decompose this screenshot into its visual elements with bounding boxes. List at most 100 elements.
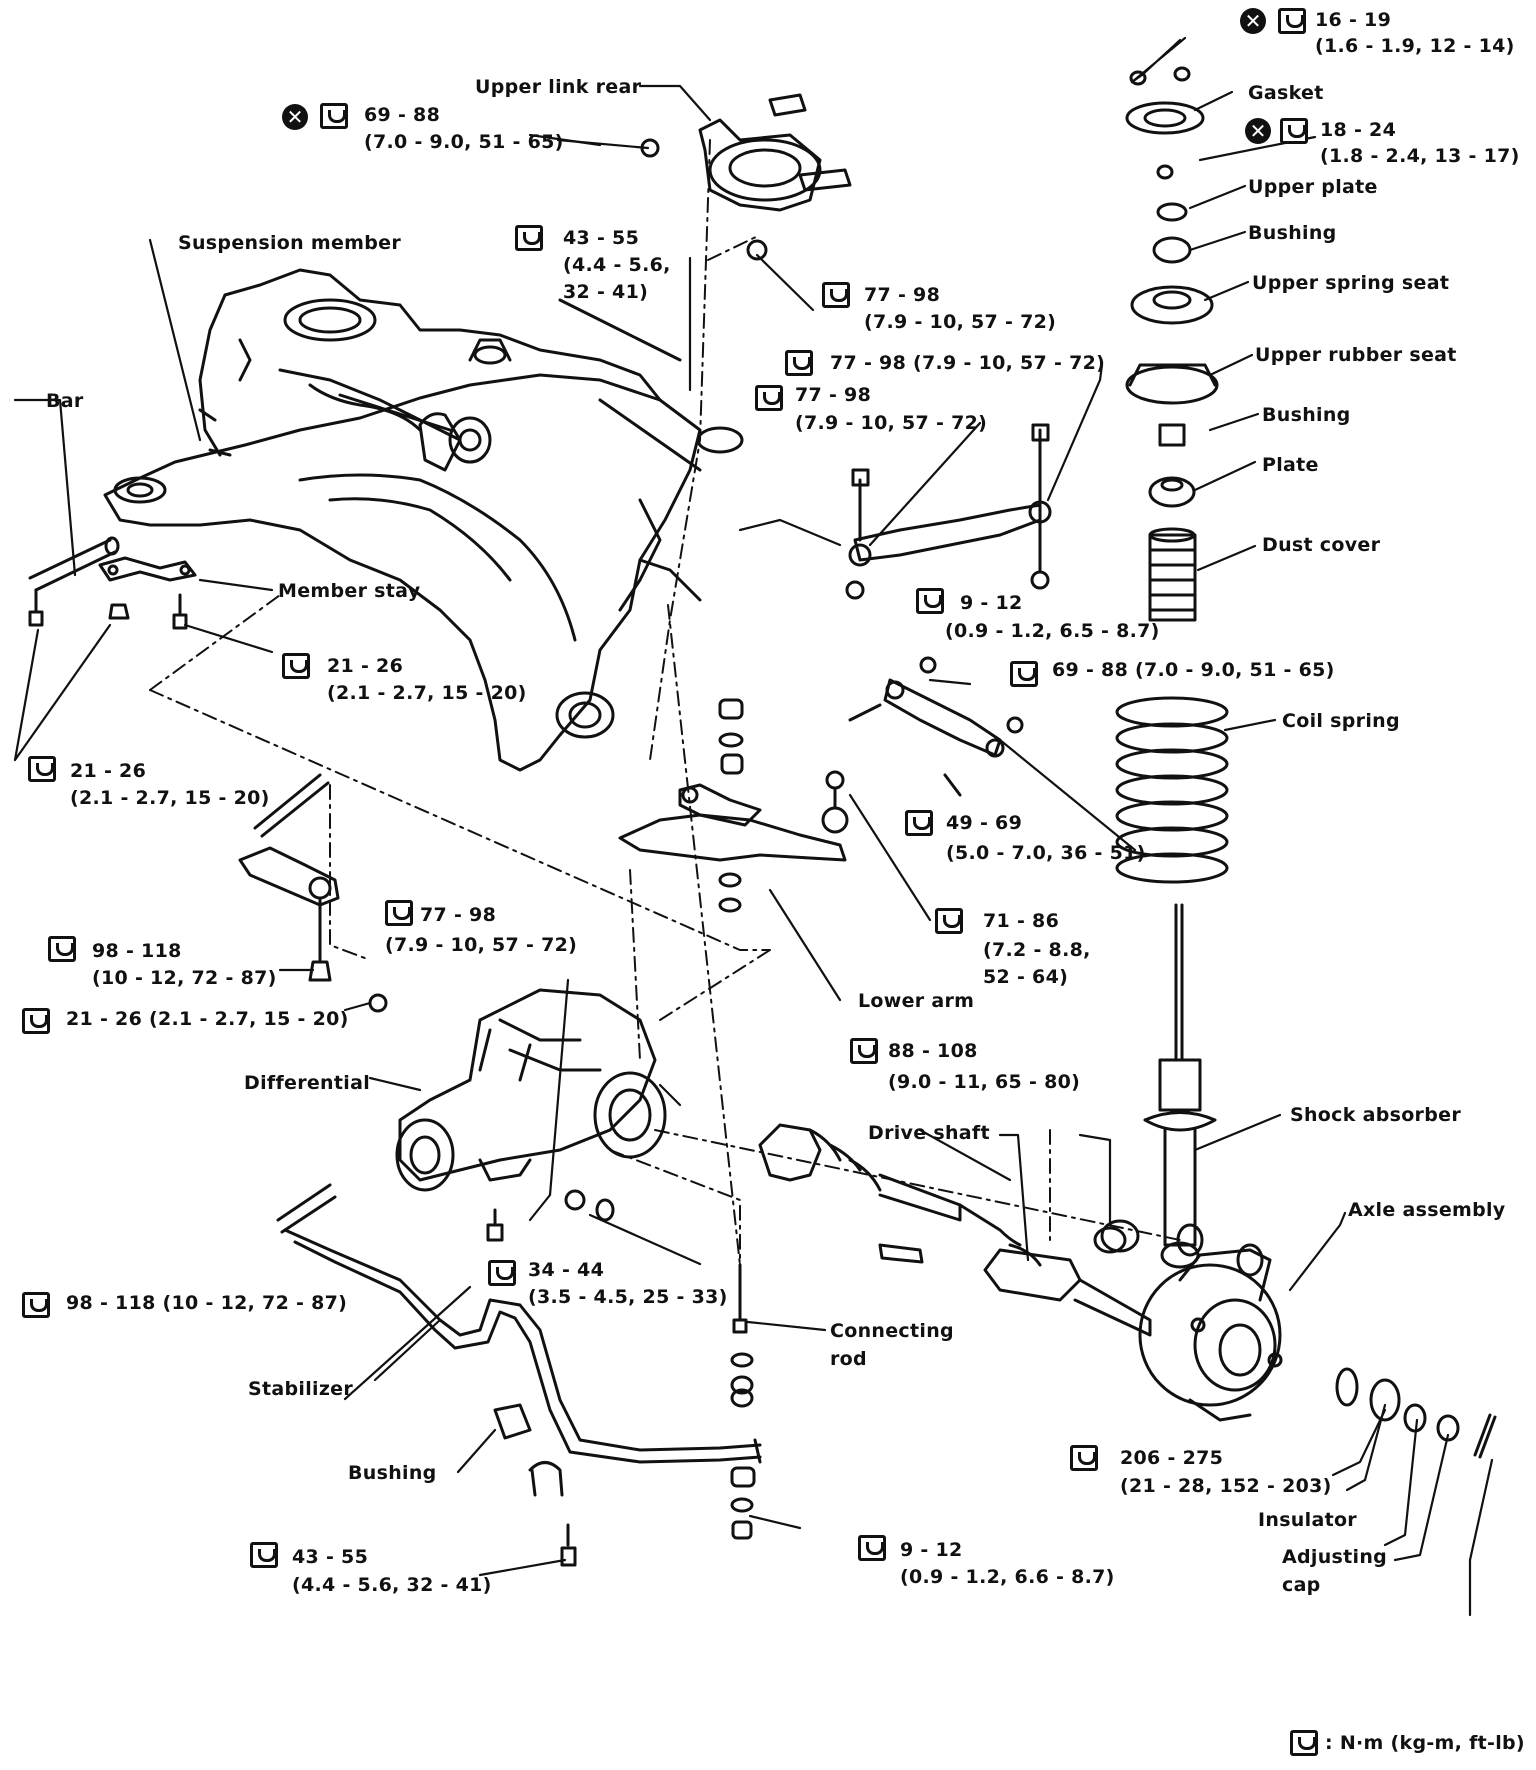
top-mount-stack	[1125, 66, 1219, 508]
torque-9-12-top-l1: 9 - 12	[960, 592, 1023, 614]
label-bar: Bar	[46, 390, 84, 412]
differential-part	[395, 988, 667, 1242]
torque-206-275-l1: 206 - 275	[1120, 1447, 1224, 1469]
torque-77-98-d-l1: 77 - 98	[420, 904, 497, 926]
label-lower-arm: Lower arm	[858, 990, 975, 1012]
torque-9-12-bottom-l2: (0.9 - 1.2, 6.6 - 8.7)	[900, 1566, 1115, 1588]
torque-16-19-l1: 16 - 19	[1315, 9, 1392, 31]
coil-spring-part	[1115, 696, 1229, 884]
label-upper-rubber-seat: Upper rubber seat	[1255, 344, 1457, 366]
replace-part-icon: ✕	[1240, 8, 1266, 34]
torque-77-98-b: 77 - 98 (7.9 - 10, 57 - 72)	[830, 352, 1106, 374]
torque-71-86-l2: (7.2 - 8.8,	[983, 939, 1091, 961]
torque-wrench-icon	[905, 810, 933, 836]
label-axle-assembly: Axle assembly	[1348, 1199, 1506, 1221]
torque-49-69-l1: 49 - 69	[946, 812, 1023, 834]
label-upper-link-rear: Upper link rear	[475, 76, 642, 98]
legend-units: : N·m (kg-m, ft-lb)	[1325, 1732, 1525, 1754]
torque-wrench-icon	[916, 588, 944, 614]
torque-43-55-bottom-l1: 43 - 55	[292, 1546, 369, 1568]
torque-18-24-l1: 18 - 24	[1320, 119, 1397, 141]
torque-wrench-icon	[1010, 661, 1038, 687]
label-bushing-stabilizer: Bushing	[348, 1462, 437, 1484]
torque-98-118-a-l1: 98 - 118	[92, 940, 182, 962]
drive-shaft-part	[758, 1123, 1152, 1337]
torque-wrench-icon	[785, 350, 813, 376]
torque-21-26-b-l1: 21 - 26	[70, 760, 147, 782]
label-gasket: Gasket	[1248, 82, 1324, 104]
connecting-rod-part	[730, 1263, 756, 1540]
bar-link-part	[238, 773, 388, 1013]
label-member-stay: Member stay	[278, 580, 421, 602]
torque-wrench-icon	[1278, 8, 1306, 34]
torque-69-88-top-l1: 69 - 88	[364, 104, 441, 126]
torque-wrench-icon	[1290, 1730, 1318, 1756]
shock-absorber-part	[1093, 903, 1217, 1269]
replace-part-icon: ✕	[282, 104, 308, 130]
stabilizer-part	[276, 1183, 762, 1464]
upper-arm-part	[845, 423, 1052, 600]
label-connecting-rod-1: Connecting	[830, 1320, 954, 1342]
torque-71-86-l1: 71 - 86	[983, 910, 1060, 932]
label-plate: Plate	[1262, 454, 1319, 476]
torque-wrench-icon	[282, 653, 310, 679]
label-adjusting-cap-2: cap	[1282, 1574, 1321, 1596]
torque-9-12-top-l2: (0.9 - 1.2, 6.5 - 8.7)	[945, 620, 1160, 642]
label-connecting-rod-2: rod	[830, 1348, 867, 1370]
assembly-centerlines	[149, 139, 1181, 1266]
torque-69-88-mid: 69 - 88 (7.0 - 9.0, 51 - 65)	[1052, 659, 1335, 681]
torque-21-26-b-l2: (2.1 - 2.7, 15 - 20)	[70, 787, 270, 809]
upper-link-rear-part	[640, 93, 852, 261]
member-stay-part	[98, 556, 197, 582]
torque-21-26-c: 21 - 26 (2.1 - 2.7, 15 - 20)	[66, 1008, 349, 1030]
torque-34-44-l2: (3.5 - 4.5, 25 - 33)	[528, 1286, 728, 1308]
replace-part-icon: ✕	[1245, 118, 1271, 144]
torque-77-98-c-l2: (7.9 - 10, 57 - 72)	[795, 412, 988, 434]
label-shock-absorber: Shock absorber	[1290, 1104, 1461, 1126]
stabilizer-bushing-part	[493, 1403, 577, 1567]
torque-wrench-icon	[22, 1008, 50, 1034]
torque-43-55-bottom-l2: (4.4 - 5.6, 32 - 41)	[292, 1574, 492, 1596]
label-coil-spring: Coil spring	[1282, 710, 1400, 732]
bar-part	[28, 536, 120, 592]
torque-9-12-bottom-l1: 9 - 12	[900, 1539, 963, 1561]
torque-wrench-icon	[935, 908, 963, 934]
torque-43-55-top-l1: 43 - 55	[563, 227, 640, 249]
label-bushing-upper: Bushing	[1248, 222, 1337, 244]
label-bushing-mid: Bushing	[1262, 404, 1351, 426]
torque-71-86-l3: 52 - 64)	[983, 966, 1069, 988]
torque-206-275-l2: (21 - 28, 152 - 203)	[1120, 1475, 1332, 1497]
hub-nuts	[1335, 1367, 1497, 1459]
axle-assembly-part	[1100, 1219, 1283, 1422]
torque-wrench-icon	[1280, 118, 1308, 144]
torque-88-108-l2: (9.0 - 11, 65 - 80)	[888, 1071, 1081, 1093]
torque-wrench-icon	[48, 936, 76, 962]
label-adjusting-cap-1: Adjusting	[1282, 1546, 1388, 1568]
torque-98-118-b: 98 - 118 (10 - 12, 72 - 87)	[66, 1292, 348, 1314]
dust-cover-part	[1148, 527, 1197, 622]
torque-wrench-icon	[858, 1535, 886, 1561]
label-stabilizer: Stabilizer	[248, 1378, 354, 1400]
torque-21-26-a-l1: 21 - 26	[327, 655, 404, 677]
torque-77-98-a-l2: (7.9 - 10, 57 - 72)	[864, 311, 1057, 333]
label-upper-plate: Upper plate	[1248, 176, 1378, 198]
label-insulator: Insulator	[1258, 1509, 1357, 1531]
torque-43-55-top-l3: 32 - 41)	[563, 281, 649, 303]
torque-16-19-l2: (1.6 - 1.9, 12 - 14)	[1315, 35, 1515, 57]
torque-wrench-icon	[755, 385, 783, 411]
torque-wrench-icon	[320, 103, 348, 129]
torque-21-26-a-l2: (2.1 - 2.7, 15 - 20)	[327, 682, 527, 704]
torque-69-88-top-l2: (7.0 - 9.0, 51 - 65)	[364, 131, 564, 153]
lateral-link-part	[848, 656, 1024, 797]
label-upper-spring-seat: Upper spring seat	[1252, 272, 1450, 294]
torque-wrench-icon	[385, 900, 413, 926]
torque-wrench-icon	[488, 1260, 516, 1286]
leader-lines	[13, 36, 1494, 1617]
torque-77-98-c-l1: 77 - 98	[795, 384, 872, 406]
center-bushings	[718, 698, 845, 790]
torque-98-118-a-l2: (10 - 12, 72 - 87)	[92, 967, 277, 989]
torque-wrench-icon	[850, 1038, 878, 1064]
torque-wrench-icon	[822, 282, 850, 308]
lower-arm-part	[618, 783, 849, 913]
